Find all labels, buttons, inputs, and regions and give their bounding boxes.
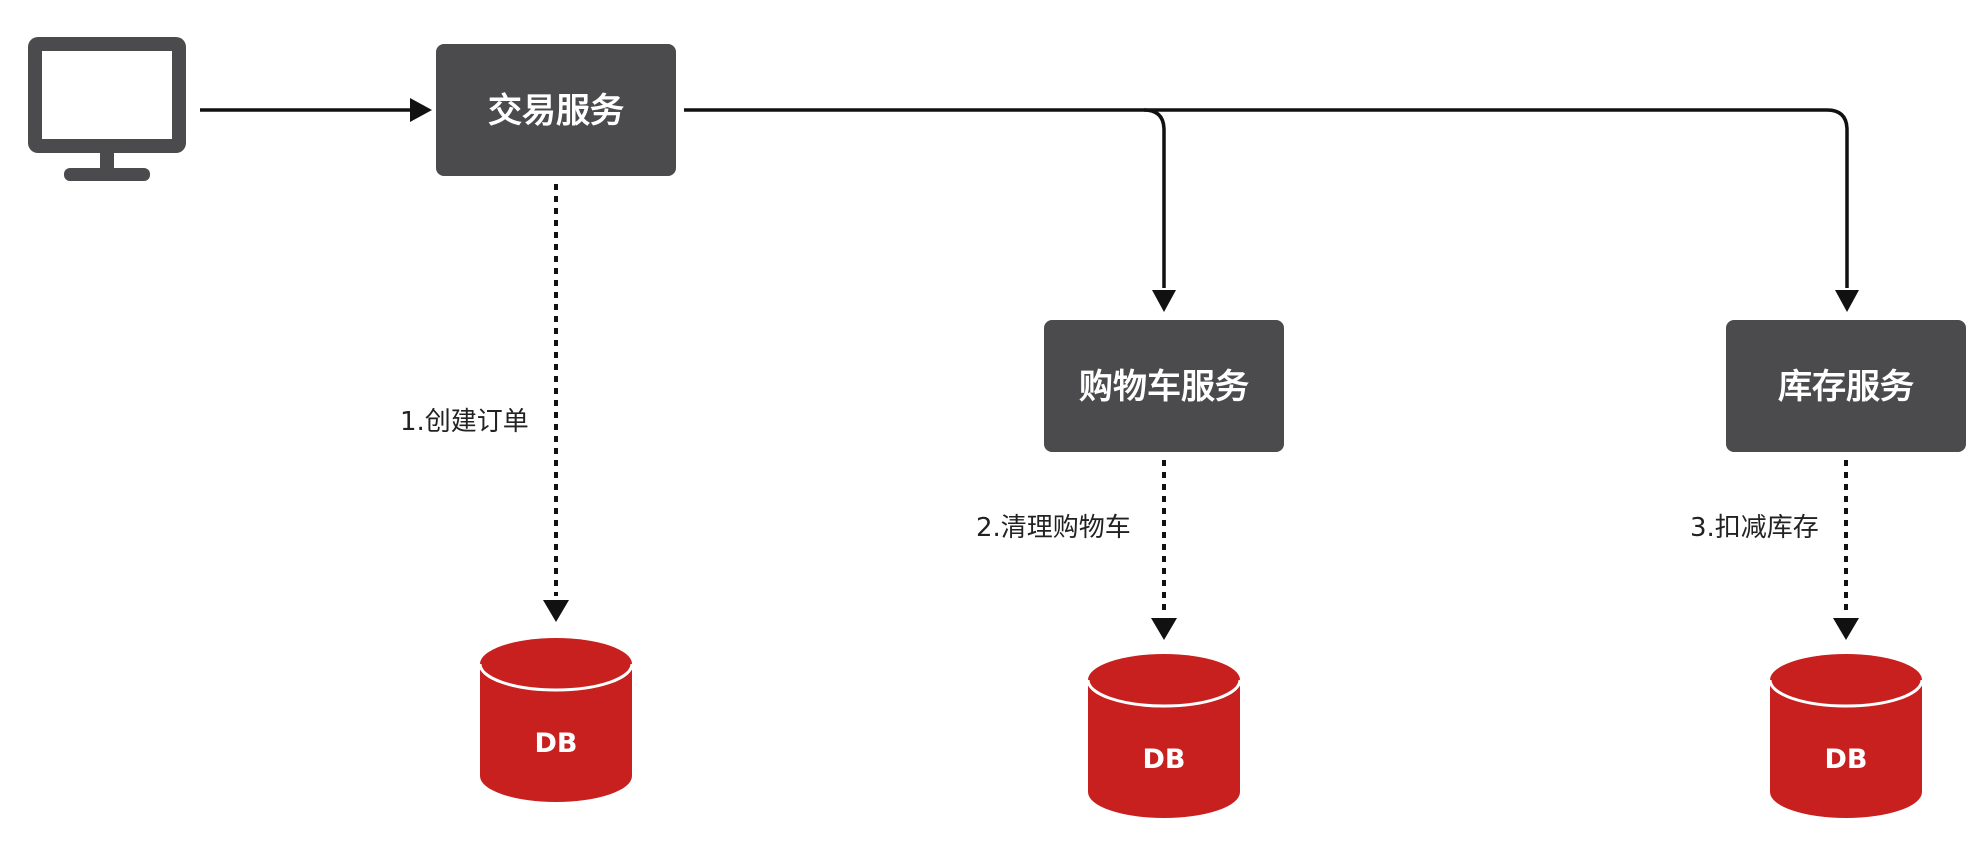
trade-service-label: 交易服务 [488,91,624,131]
trade-to-services-connector [684,108,1859,312]
trade-service-node: 交易服务 [436,44,676,176]
step-label-create-order: 1.创建订单 [400,407,529,437]
stock-service-node: 库存服务 [1726,320,1966,452]
monitor-icon [28,37,186,181]
stock-to-db-arrow [1833,460,1859,640]
database-icon: DB [1086,654,1242,818]
database-label: DB [535,728,578,759]
cart-to-db-arrow [1151,460,1177,640]
database-label: DB [1143,744,1186,775]
cart-service-node: 购物车服务 [1044,320,1284,452]
database-label: DB [1825,744,1868,775]
cart-service-label: 购物车服务 [1079,367,1249,407]
step-label-clear-cart: 2.清理购物车 [976,513,1131,543]
trade-to-db-arrow [543,184,569,622]
step-label-deduct-stock: 3.扣减库存 [1690,513,1819,543]
database-icon: DB [478,638,634,802]
stock-service-label: 库存服务 [1778,367,1914,407]
database-icon: DB [1768,654,1924,818]
client-to-trade-arrow [200,98,432,122]
